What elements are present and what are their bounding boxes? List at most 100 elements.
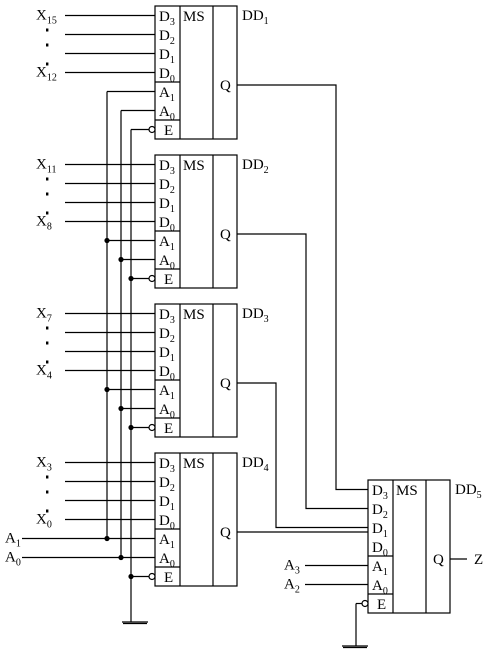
pin-label-a0-subscript: 0	[383, 586, 388, 597]
pin-label-a1: A1	[159, 532, 175, 551]
pin-label-d0: D0	[159, 364, 175, 383]
enable-inversion-bubble	[148, 274, 156, 283]
chip-label-index: 5	[477, 490, 482, 501]
input-label-a2-letter: A	[284, 577, 295, 593]
input-label-a0-letter: A	[5, 550, 16, 566]
pin-label-q: Q	[433, 552, 444, 568]
pin-label-d1: D1	[159, 345, 175, 364]
input-label-top-letter: X	[36, 455, 47, 471]
ellipsis-dot	[46, 475, 49, 479]
pin-label-d1: D1	[159, 196, 175, 215]
chip-label-index: 4	[264, 463, 269, 474]
pin-label-d0-subscript: 0	[170, 223, 175, 234]
pin-label-a0-letter: A	[372, 578, 383, 594]
pin-label-d0: D0	[159, 513, 175, 532]
q-output-wire	[237, 84, 368, 491]
pin-label-d2-subscript: 2	[170, 36, 175, 47]
pin-label-q: Q	[220, 227, 231, 243]
chip-type-label: MS	[183, 9, 205, 25]
input-label-top-subscript: 15	[47, 16, 57, 27]
pin-label-e: E	[164, 123, 173, 139]
ellipsis-dot	[46, 177, 49, 181]
pin-label-d3-letter: D	[372, 483, 383, 499]
pin-label-a1-subscript: 1	[170, 540, 175, 551]
pin-label-q: Q	[220, 78, 231, 94]
ellipsis-dot	[46, 341, 49, 345]
chip-label-dd2: DD2	[242, 157, 269, 176]
pin-label-a1-letter: A	[159, 532, 170, 548]
pin-label-d1-letter: D	[372, 521, 383, 537]
input-label-bottom-subscript: 4	[47, 371, 52, 382]
chip-label-name: DD	[455, 482, 477, 498]
chip-label-dd3: DD3	[242, 306, 269, 325]
enable-inversion-bubble	[361, 599, 369, 608]
input-label-top-letter: X	[36, 306, 47, 322]
junction-dot	[104, 237, 110, 244]
input-label-top-letter: X	[36, 8, 47, 24]
pin-label-d3-subscript: 3	[170, 166, 175, 177]
pin-label-a0-letter: A	[159, 402, 170, 418]
pin-label-d1: D1	[372, 521, 388, 540]
chip-type-label: MS	[396, 483, 418, 499]
input-label-top-subscript: 11	[47, 165, 57, 176]
input-label-bottom-letter: X	[36, 65, 47, 81]
chip-body	[367, 479, 451, 614]
input-label-bottom-letter: X	[36, 363, 47, 379]
pin-label-d3: D3	[159, 456, 175, 475]
pin-label-a0-letter: A	[159, 551, 170, 567]
input-label-a2-subscript: 2	[295, 585, 300, 596]
chip-type-label: MS	[183, 307, 205, 323]
pin-label-a0-letter: A	[159, 253, 170, 269]
chip-label-dd5: DD5	[455, 482, 482, 501]
input-label-top: X3	[36, 455, 52, 474]
pin-label-d2: D2	[159, 28, 175, 47]
pin-label-d2: D2	[159, 475, 175, 494]
chip-label-dd4: DD4	[242, 455, 269, 474]
pin-label-d0-letter: D	[159, 364, 170, 380]
pin-label-d3-subscript: 3	[383, 491, 388, 502]
pin-label-d2-letter: D	[159, 475, 170, 491]
pin-label-a1-letter: A	[159, 383, 170, 399]
pin-label-d1-subscript: 1	[170, 353, 175, 364]
pin-label-d2-letter: D	[372, 502, 383, 518]
pin-label-d0-subscript: 0	[170, 74, 175, 85]
chip-label-dd1: DD1	[242, 8, 269, 27]
pin-label-a1: A1	[159, 234, 175, 253]
chip-label-index: 2	[264, 165, 269, 176]
pin-label-d1-letter: D	[159, 196, 170, 212]
pin-label-a0: A0	[159, 402, 175, 421]
chip-type-label: MS	[183, 456, 205, 472]
chip-label-name: DD	[242, 157, 264, 173]
input-label-bottom-subscript: 12	[47, 73, 57, 84]
pin-label-d0-subscript: 0	[170, 372, 175, 383]
junction-dot	[128, 275, 134, 282]
input-label-bottom: X4	[36, 363, 52, 382]
chip-type-label: MS	[183, 158, 205, 174]
enable-inversion-bubble	[148, 572, 156, 581]
pin-label-d0: D0	[159, 215, 175, 234]
input-label-bottom-subscript: 0	[47, 520, 52, 531]
ellipsis-dot	[46, 490, 49, 494]
pin-label-a0-letter: A	[159, 104, 170, 120]
pin-label-d2-subscript: 2	[170, 185, 175, 196]
pin-label-d3-letter: D	[159, 9, 170, 25]
ellipsis-dot	[46, 28, 49, 32]
pin-label-d1-letter: D	[159, 494, 170, 510]
pin-label-e: E	[164, 272, 173, 288]
input-label-a2: A2	[284, 577, 300, 596]
pin-label-e: E	[377, 597, 386, 613]
pin-label-d0-subscript: 0	[170, 521, 175, 532]
input-label-top-subscript: 3	[47, 463, 52, 474]
pin-label-d3: D3	[372, 483, 388, 502]
input-label-top: X7	[36, 306, 52, 325]
pin-label-d2: D2	[159, 326, 175, 345]
q-output-wire	[237, 233, 368, 510]
ellipsis-dot	[46, 360, 49, 364]
pin-label-e: E	[164, 570, 173, 586]
pin-label-a1-letter: A	[159, 85, 170, 101]
input-label-top: X11	[36, 157, 56, 176]
input-label-a0: A0	[5, 550, 21, 569]
pin-label-e: E	[164, 421, 173, 437]
pin-label-d3-letter: D	[159, 456, 170, 472]
